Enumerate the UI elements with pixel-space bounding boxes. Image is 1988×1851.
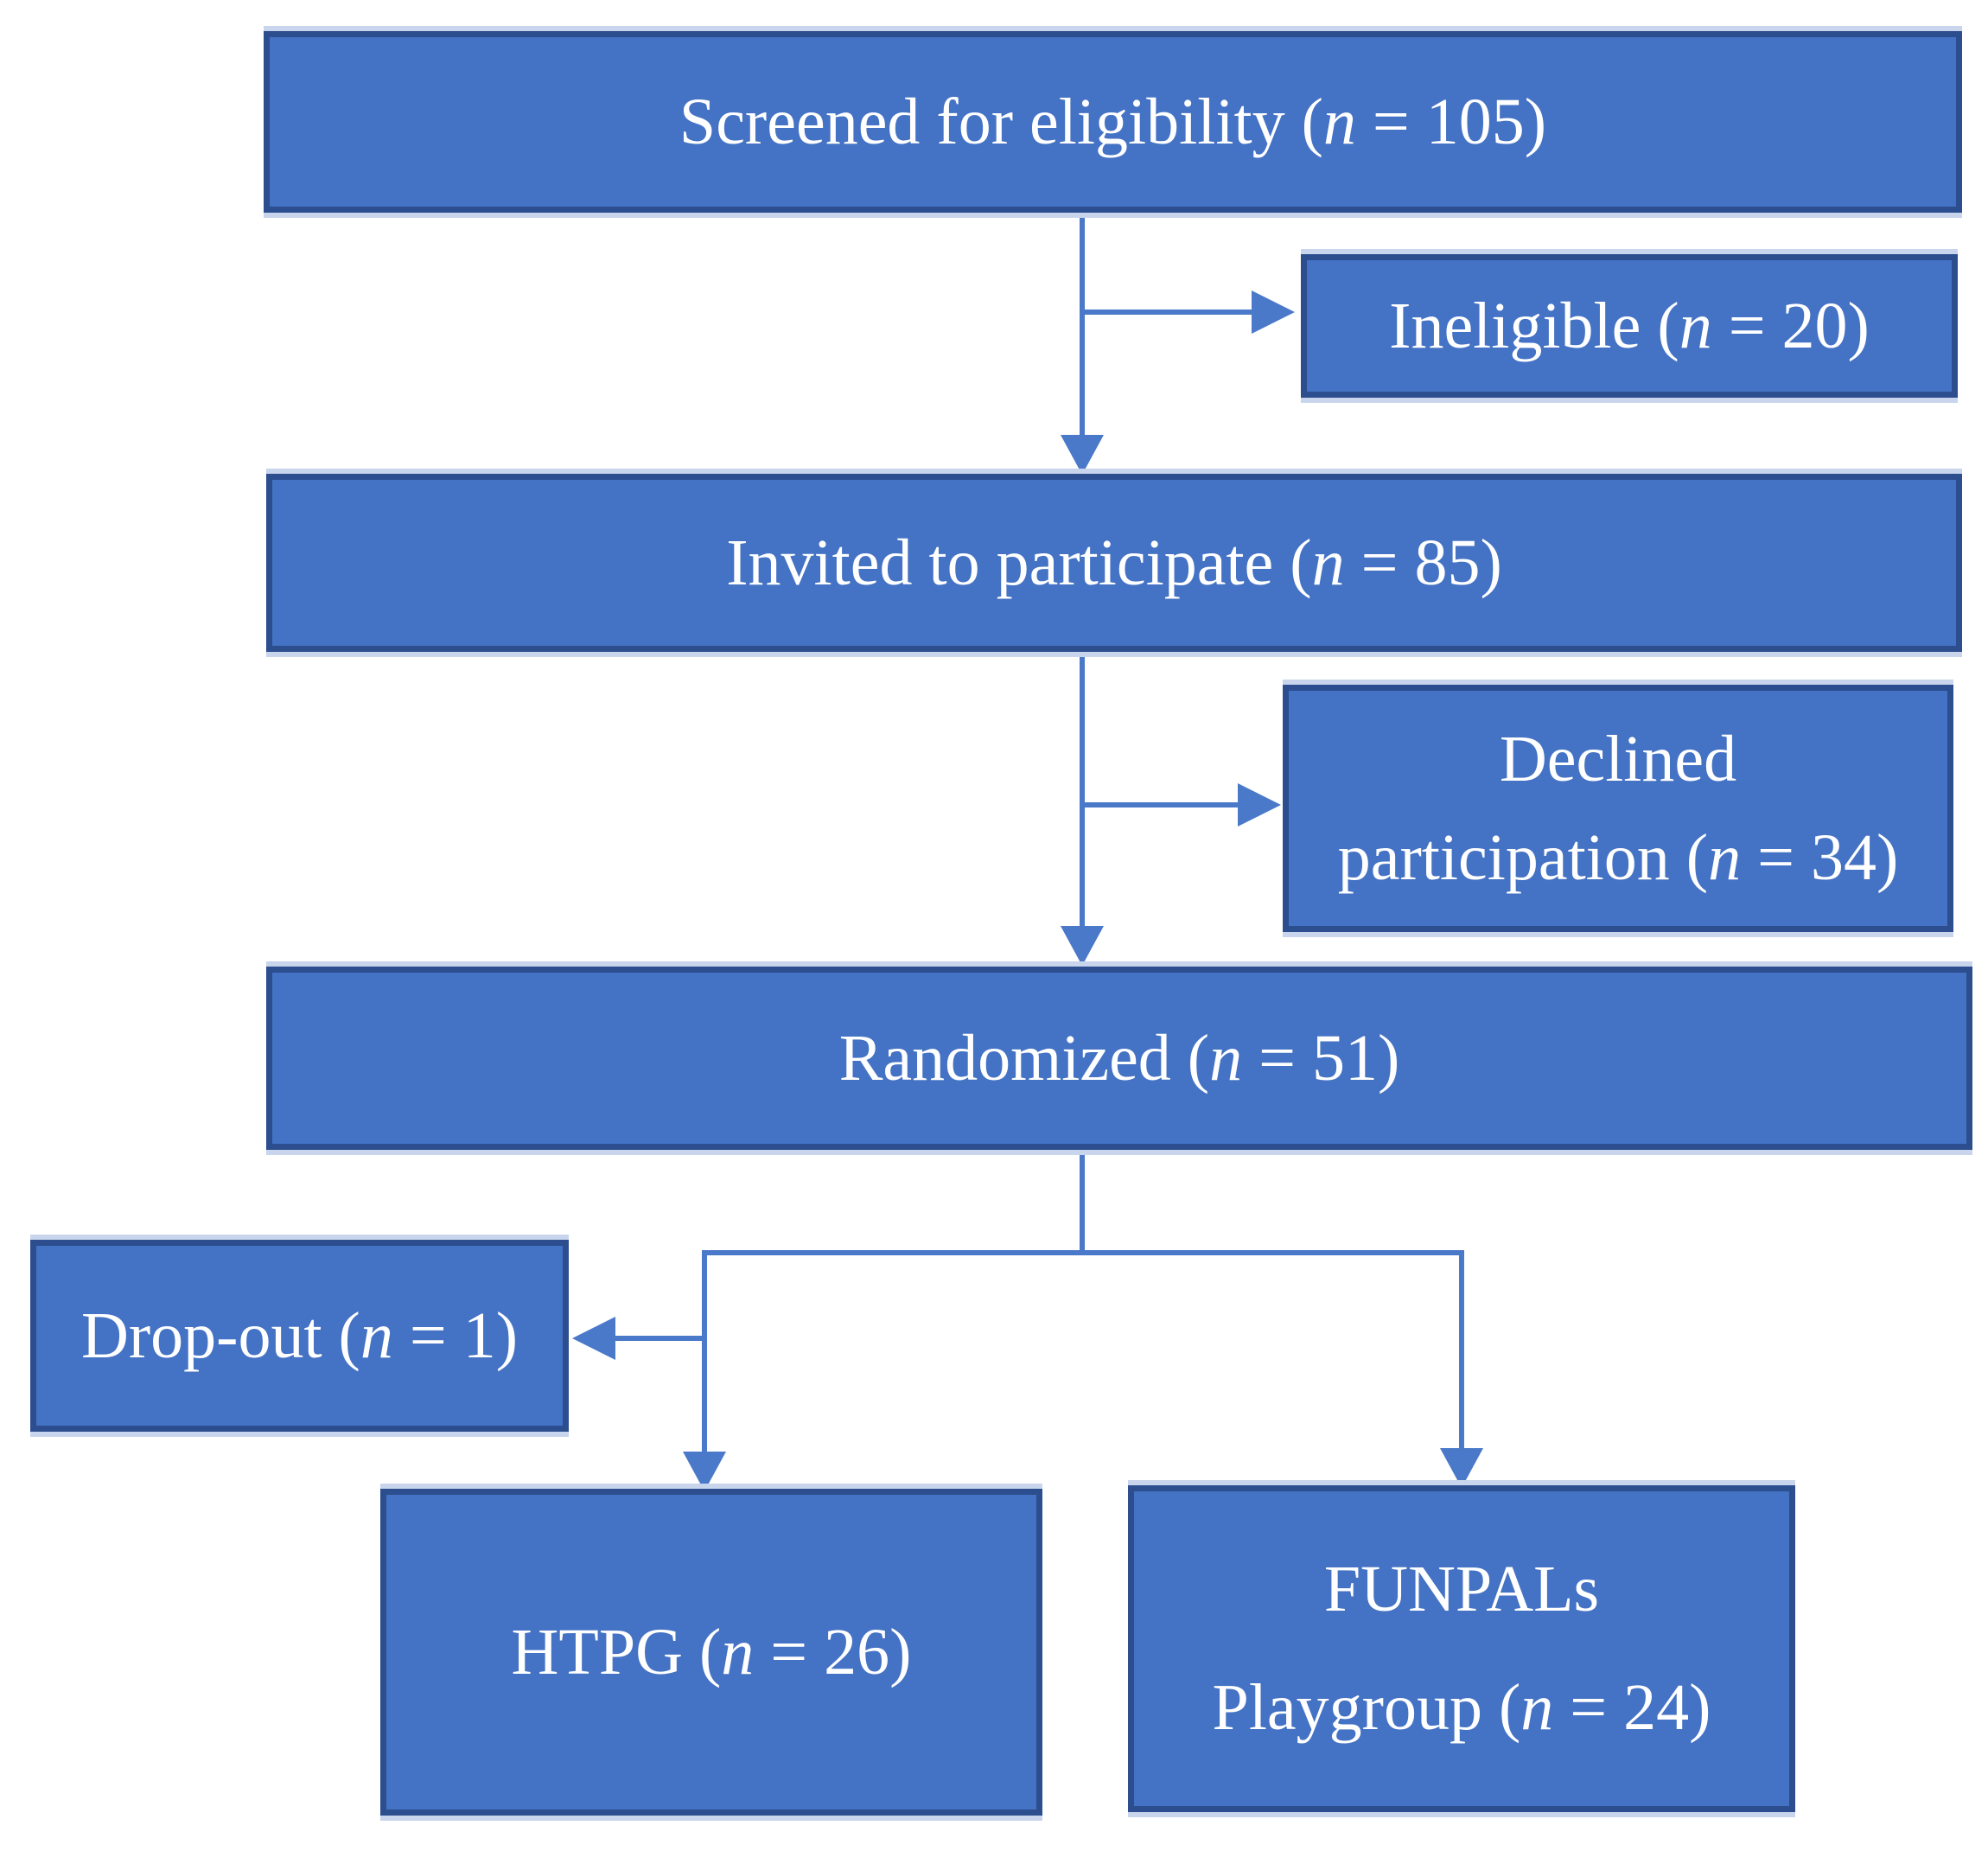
label-prefix: Playgroup ( <box>1212 1671 1521 1744</box>
node-declined-label: Declined participation (n = 34) <box>1289 710 1947 907</box>
connector-split-line <box>702 1250 1464 1255</box>
arrowhead-down-icon <box>1061 926 1104 966</box>
label-n-variable: n <box>1311 526 1345 599</box>
label-n-variable: n <box>1708 821 1742 894</box>
node-screened-label: Screened for eligibility (n = 105) <box>270 85 1956 160</box>
node-declined-text-line2: participation (n = 34) <box>1289 808 1947 907</box>
node-screened-box: Screened for eligibility (n = 105) <box>264 31 1962 213</box>
connector-to-declined-line <box>1082 802 1238 807</box>
node-dropout-label: Drop-out (n = 1) <box>36 1299 563 1374</box>
node-ineligible-text: Ineligible (n = 20) <box>1307 289 1952 364</box>
node-invited-text: Invited to participate (n = 85) <box>272 526 1956 601</box>
connector-split-to-htpg-line <box>702 1250 707 1454</box>
arrowhead-down-icon <box>1061 435 1104 475</box>
label-n-variable: n <box>360 1299 393 1372</box>
label-prefix: Ineligible ( <box>1389 289 1679 362</box>
label-prefix: HTPG ( <box>511 1615 722 1688</box>
node-htpg-box: HTPG (n = 26) <box>380 1489 1042 1816</box>
node-funpals-text-line1: FUNPALs <box>1323 1553 1600 1626</box>
label-suffix: = 51) <box>1242 1021 1400 1095</box>
node-dropout-text: Drop-out (n = 1) <box>36 1299 563 1374</box>
connector-invited-to-randomized-line <box>1080 652 1085 929</box>
connector-screened-to-invited-line <box>1080 213 1085 437</box>
arrowhead-right-icon <box>1238 783 1281 827</box>
node-invited-box: Invited to participate (n = 85) <box>266 474 1962 652</box>
node-randomized-box: Randomized (n = 51) <box>266 967 1972 1150</box>
node-htpg-text: HTPG (n = 26) <box>386 1615 1036 1690</box>
node-htpg-label: HTPG (n = 26) <box>386 1615 1036 1690</box>
connector-randomized-to-split-line <box>1080 1150 1085 1255</box>
node-declined-box: Declined participation (n = 34) <box>1283 685 1953 932</box>
label-n-variable: n <box>1679 289 1712 362</box>
node-invited-label: Invited to participate (n = 85) <box>272 526 1956 601</box>
connector-split-to-funpals-line <box>1459 1250 1464 1451</box>
label-suffix: = 24) <box>1553 1671 1711 1744</box>
label-suffix: = 105) <box>1355 85 1547 158</box>
label-prefix: participation ( <box>1337 821 1709 894</box>
label-prefix: Randomized ( <box>838 1021 1210 1095</box>
node-randomized-label: Randomized (n = 51) <box>272 1021 1966 1096</box>
label-n-variable: n <box>721 1615 755 1688</box>
label-prefix: Screened for eligibility ( <box>679 85 1323 158</box>
label-n-variable: n <box>1209 1021 1243 1095</box>
label-suffix: = 20) <box>1711 289 1870 362</box>
connector-to-dropout-line <box>615 1336 707 1341</box>
node-randomized-text: Randomized (n = 51) <box>272 1021 1966 1096</box>
arrowhead-left-icon <box>572 1317 615 1360</box>
node-funpals-label: FUNPALs Playgroup (n = 24) <box>1134 1530 1789 1767</box>
label-prefix: Invited to participate ( <box>726 526 1312 599</box>
label-n-variable: n <box>1520 1671 1554 1744</box>
arrowhead-right-icon <box>1252 290 1295 334</box>
arrowhead-down-icon <box>1440 1448 1483 1488</box>
node-screened-text: Screened for eligibility (n = 105) <box>270 85 1956 160</box>
node-funpals-text-line2: Playgroup (n = 24) <box>1134 1649 1789 1767</box>
label-suffix: = 34) <box>1741 821 1899 894</box>
node-ineligible-box: Ineligible (n = 20) <box>1301 254 1958 398</box>
arrowhead-down-icon <box>683 1452 726 1491</box>
label-suffix: = 85) <box>1344 526 1502 599</box>
connector-to-ineligible-line <box>1082 310 1252 315</box>
node-declined-text-line1: Declined <box>1499 723 1737 795</box>
node-dropout-box: Drop-out (n = 1) <box>30 1240 569 1432</box>
label-n-variable: n <box>1322 85 1356 158</box>
label-prefix: Drop-out ( <box>80 1299 360 1372</box>
node-funpals-box: FUNPALs Playgroup (n = 24) <box>1128 1485 1795 1812</box>
label-suffix: = 26) <box>754 1615 912 1688</box>
label-suffix: = 1) <box>392 1299 519 1372</box>
node-ineligible-label: Ineligible (n = 20) <box>1307 289 1952 364</box>
